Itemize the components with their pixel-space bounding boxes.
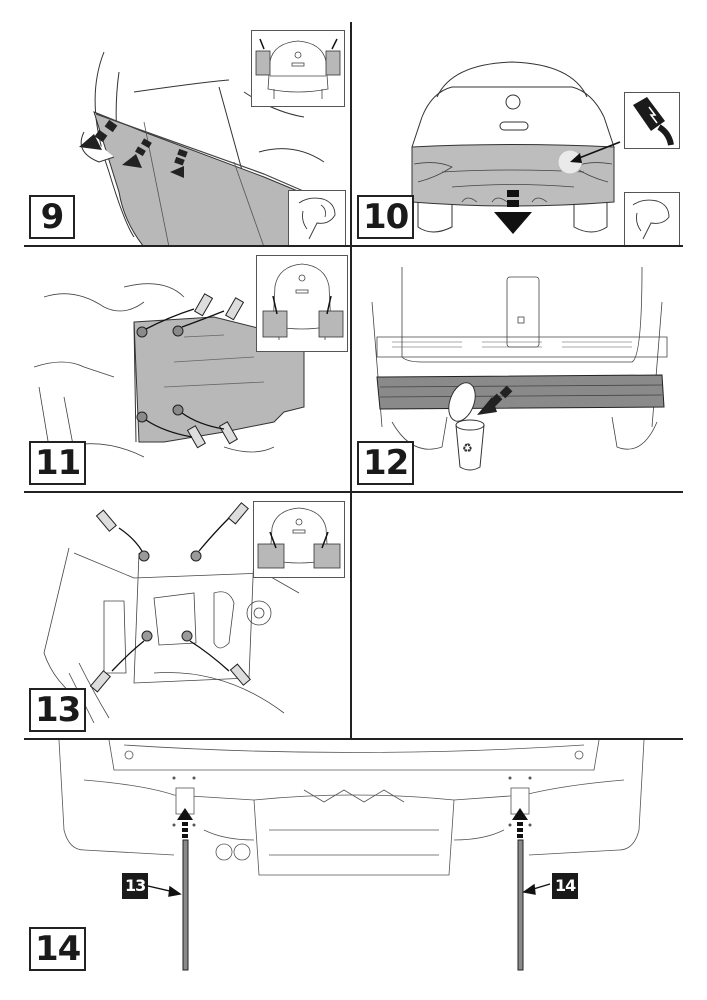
electrical-plug-inset — [624, 92, 680, 149]
down-arrow — [494, 190, 532, 234]
rear-car-inset — [251, 30, 345, 107]
svg-text:♻: ♻ — [462, 441, 473, 455]
step-number: 10 — [357, 195, 415, 239]
right-mount-bar — [517, 839, 524, 971]
bolts — [89, 502, 251, 693]
step-9-panel: 9 — [24, 22, 352, 247]
step-14-illustration — [58, 740, 645, 971]
step-13-panel: 13 — [24, 493, 352, 740]
rear-car-icon — [255, 38, 341, 99]
empty-panel — [352, 493, 683, 740]
rear-car-icon — [257, 507, 341, 569]
step-14-panel: 13 14 14 — [24, 740, 683, 977]
step-12-illustration: ♻ — [371, 266, 668, 471]
step-13-illustration — [43, 502, 300, 724]
step-11-panel: 11 — [24, 247, 352, 493]
part-label-14: 14 — [552, 873, 579, 899]
step-number: 13 — [29, 688, 87, 732]
step-number: 11 — [29, 441, 87, 485]
bolts — [186, 293, 245, 449]
rear-car-inset — [256, 255, 348, 352]
removal-arrows — [79, 119, 188, 178]
step-10-panel: 10 — [352, 22, 683, 247]
connector-row — [392, 341, 632, 348]
part-label-13: 13 — [122, 873, 149, 899]
hand-clip-inset — [624, 192, 680, 245]
electrical-plug-icon — [633, 97, 674, 146]
step-10-illustration — [411, 61, 621, 234]
step-12-panel: ♻ 12 — [352, 247, 683, 493]
step-9-illustration — [79, 51, 325, 245]
recycle-bin-icon: ♻ — [455, 419, 485, 471]
step-number: 9 — [29, 195, 75, 239]
hand-clip-inset — [288, 190, 346, 245]
rear-car-icon — [262, 263, 344, 340]
step-number: 12 — [357, 441, 415, 485]
hand-icon — [298, 197, 336, 240]
up-arrows — [177, 808, 528, 838]
hand-icon — [632, 199, 670, 240]
step-number: 14 — [29, 927, 87, 971]
left-mount-bar — [182, 839, 189, 971]
rear-car-inset — [253, 501, 345, 578]
